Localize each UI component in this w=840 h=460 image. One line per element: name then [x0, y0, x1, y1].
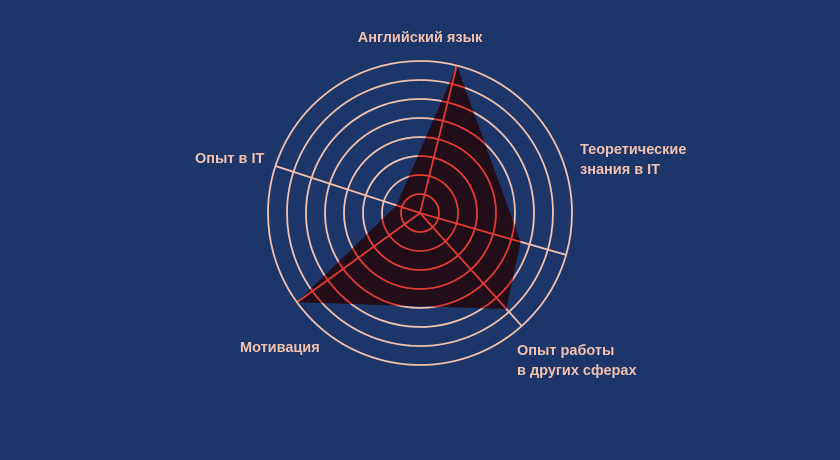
grid-ring: [324, 117, 516, 309]
axis-label-work-experience: Опыт работы в других сферах: [517, 343, 637, 379]
grid-ring: [305, 98, 535, 328]
inner-spoke: [297, 212, 421, 304]
axis-label-theory: Теоретические знания в IT: [580, 142, 690, 178]
data-area: [297, 65, 521, 309]
grid-spoke: [275, 165, 421, 214]
inner-spoke: [419, 212, 521, 256]
grid-ring: [286, 79, 554, 347]
inner-spoke: [419, 65, 458, 214]
axis-label-it-experience: Опыт в IT: [195, 151, 265, 167]
axis-labels: Английский язык Теоретические знания в I…: [195, 30, 690, 379]
inner-ring: [400, 193, 440, 233]
inner-grid: [297, 65, 521, 309]
inner-spoke: [419, 212, 521, 309]
axis-label-motivation: Мотивация: [240, 340, 320, 356]
axis-label-english: Английский язык: [358, 30, 483, 46]
grid-ring: [267, 60, 573, 366]
